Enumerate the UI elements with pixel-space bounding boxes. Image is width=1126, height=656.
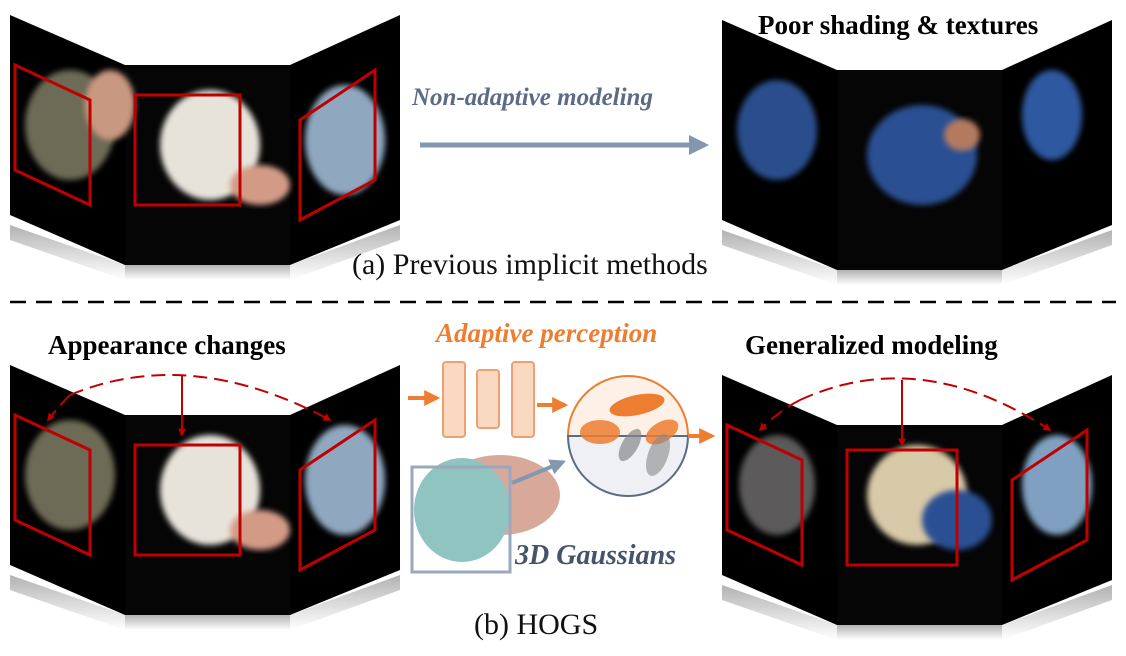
adaptive-perception-network bbox=[408, 361, 569, 438]
3d-gaussians-label: 3D Gaussians bbox=[515, 540, 677, 571]
non-adaptive-modeling-label: Non-adaptive modeling bbox=[412, 84, 653, 111]
result-views-bottom bbox=[722, 375, 1112, 640]
gaussian-point-cloud bbox=[410, 455, 566, 574]
appearance-changes-label: Appearance changes bbox=[48, 330, 286, 360]
caption-b: (b) HOGS bbox=[474, 608, 599, 641]
input-views-top bbox=[10, 15, 400, 280]
appearance-arrows-right bbox=[758, 377, 1052, 447]
caption-a: (a) Previous implicit methods bbox=[352, 248, 708, 281]
adaptive-perception-label: Adaptive perception bbox=[436, 318, 658, 348]
input-views-bottom bbox=[10, 365, 400, 630]
generalized-modeling-label: Generalized modeling bbox=[745, 330, 998, 360]
poor-shading-label: Poor shading & textures bbox=[758, 10, 1039, 40]
gaussian-sphere-icon bbox=[566, 375, 716, 497]
result-views-top bbox=[722, 20, 1112, 285]
appearance-arrows-left bbox=[47, 374, 332, 437]
